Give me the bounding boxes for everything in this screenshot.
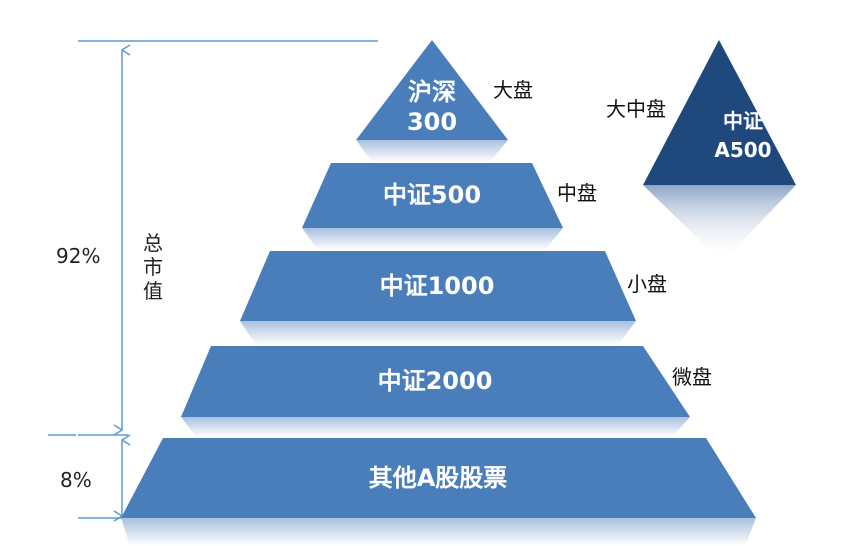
tier-other-a-shares: [121, 438, 756, 518]
measure-label-char: 值: [143, 279, 163, 303]
tier-csi500: [302, 163, 563, 228]
tier-reflection: [181, 417, 690, 437]
size-label-large: 大盘: [493, 78, 533, 102]
tier-hs300-label-line1: 沪深: [408, 78, 456, 106]
tier-reflection: [356, 140, 508, 162]
tier-hs300: [356, 40, 508, 140]
size-label-small: 小盘: [627, 272, 667, 296]
lower-percent: 8%: [60, 468, 92, 492]
a500-label-line1: 中证: [723, 109, 763, 133]
size-label-large-mid: 大中盘: [606, 97, 666, 121]
tier-csi500-label: 中证500: [383, 181, 481, 209]
tier-csi1000: [240, 251, 636, 321]
a500-label-line2: A500: [714, 138, 771, 162]
tier-reflection: [302, 228, 563, 250]
tier-csi1000-label: 中证1000: [380, 272, 495, 300]
measure-label-char: 总: [143, 231, 163, 255]
upper-percent: 92%: [56, 244, 100, 268]
tier-reflection: [121, 518, 756, 546]
tier-csi2000: [181, 346, 690, 417]
tier-hs300-label-line2: 300: [407, 108, 457, 136]
measure-label-char: 市: [143, 255, 163, 279]
tier-csi2000-label: 中证2000: [378, 367, 493, 395]
tier-csi-a500: [643, 40, 796, 185]
tier-other-label: 其他A股股票: [369, 464, 508, 492]
size-label-mid: 中盘: [557, 181, 597, 205]
tier-reflection: [240, 321, 636, 345]
a500-reflection: [643, 185, 796, 262]
size-label-micro: 微盘: [672, 365, 712, 389]
